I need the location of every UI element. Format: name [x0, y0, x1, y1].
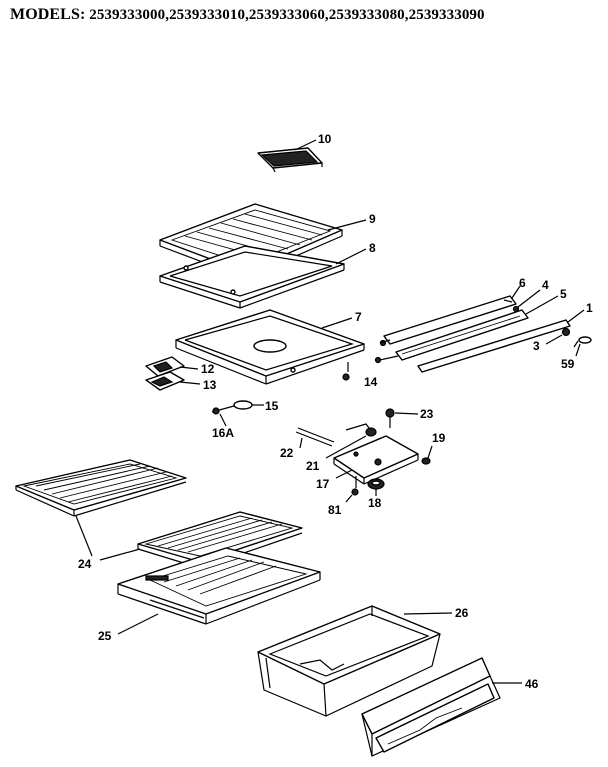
callout-6: 6: [519, 276, 526, 290]
leader-19: [427, 445, 433, 459]
part-19-grommet: [421, 457, 431, 465]
part-59-clip: [573, 336, 592, 348]
leader-23: [394, 412, 419, 415]
part-7-shelf-pan: [175, 309, 365, 385]
callout-19: 19: [432, 431, 446, 445]
callout-1: 1: [586, 301, 593, 315]
models-label: MODELS:: [10, 6, 86, 23]
callout-3: 3: [533, 339, 540, 353]
part-24-shelf-left: [15, 459, 187, 517]
part-17-control-housing: [333, 435, 419, 485]
part-26-crisper-drawer: [257, 605, 441, 717]
part-18-dial: [367, 478, 385, 490]
leader-7: [321, 317, 353, 329]
callout-8: 8: [369, 241, 376, 255]
leader-21: [325, 435, 367, 459]
leader-24-a: [75, 515, 93, 557]
callout-24: 24: [78, 557, 92, 571]
callout-10: 10: [318, 132, 332, 146]
callout-17: 17: [316, 477, 330, 491]
callout-4: 4: [542, 278, 549, 292]
part-3-washer: [561, 327, 571, 337]
leader-12: [179, 366, 199, 370]
rail-screws: [374, 339, 399, 364]
callout-81: 81: [328, 503, 342, 517]
leader-4: [517, 289, 541, 308]
callout-5: 5: [560, 287, 567, 301]
leader-10: [294, 139, 317, 151]
leader-17: [335, 469, 353, 479]
leader-13: [179, 381, 201, 385]
part-15-clip: [233, 400, 253, 410]
part-5-slide-rail: [395, 309, 529, 361]
callout-22: 22: [280, 446, 294, 460]
leader-3: [545, 334, 563, 345]
part-13-bracket: [145, 371, 185, 391]
part-24-shelf-lower: [137, 511, 303, 569]
part-25-crisper-cover: [117, 547, 321, 625]
leader-22: [299, 437, 303, 449]
part-81-screw: [351, 476, 359, 496]
leader-24-b: [99, 548, 141, 561]
callout-9: 9: [369, 212, 376, 226]
leader-81: [345, 494, 353, 503]
part-23-screw: [385, 408, 395, 428]
callout-23: 23: [420, 407, 434, 421]
part-22-rod: [295, 427, 335, 447]
part-6-rail: [383, 295, 517, 345]
part-1-rail: [417, 319, 571, 373]
leader-6: [511, 285, 521, 299]
callout-15: 15: [265, 399, 279, 413]
callout-13: 13: [203, 378, 217, 392]
callout-18: 18: [368, 496, 382, 510]
leader-1: [567, 309, 585, 323]
callout-25: 25: [98, 629, 112, 643]
leader-5: [525, 295, 559, 315]
callout-26: 26: [455, 606, 469, 620]
part-12-bracket: [145, 356, 185, 377]
part-8-shelf-frame: [159, 245, 345, 309]
callout-59: 59: [561, 357, 575, 371]
leader-26: [403, 612, 453, 615]
leader-59: [575, 343, 581, 357]
part-10-grille: [257, 147, 323, 173]
part-14-screw: [342, 362, 350, 381]
leader-8: [335, 248, 367, 265]
models-title: MODELS: 2539333000,2539333010,2539333060…: [10, 6, 485, 24]
callout-21: 21: [306, 459, 320, 473]
callout-14: 14: [364, 375, 378, 389]
part-21-knob: [365, 427, 377, 437]
callout-46: 46: [525, 677, 539, 691]
leader-16a: [219, 413, 227, 427]
callout-12: 12: [201, 362, 215, 376]
part-16a-pin: [211, 405, 235, 415]
part-46-drawer-front: [361, 657, 501, 757]
leader-9: [327, 219, 367, 231]
callout-7: 7: [355, 310, 362, 324]
leader-25: [117, 613, 159, 635]
model-numbers: 2539333000,2539333010,2539333060,2539333…: [89, 7, 485, 23]
callout-16a: 16A: [212, 426, 234, 440]
